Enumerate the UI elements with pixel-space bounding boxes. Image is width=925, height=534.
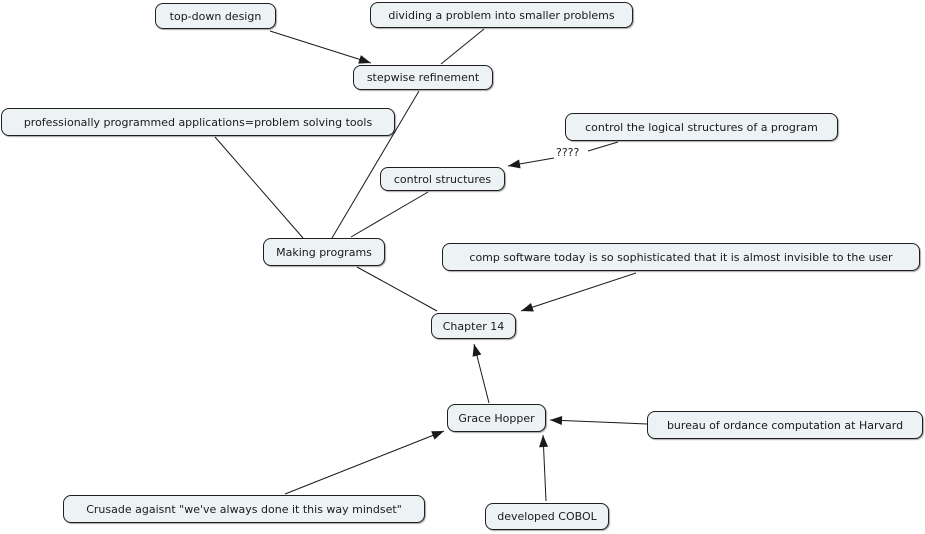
node-crusade-mindset[interactable]: Crusade agaisnt "we've always done it th… bbox=[63, 495, 425, 523]
edge-dividing-problem-to-stepwise-refinement bbox=[440, 28, 485, 65]
node-comp-software-invisible[interactable]: comp software today is so sophisticated … bbox=[442, 243, 920, 271]
edge-grace-hopper-to-chapter-14 bbox=[472, 343, 490, 404]
edge-crusade-mindset-to-grace-hopper bbox=[284, 430, 445, 495]
edge-control-logical-to-label bbox=[587, 141, 619, 152]
node-developed-cobol[interactable]: developed COBOL bbox=[485, 503, 609, 530]
node-stepwise-refinement[interactable]: stepwise refinement bbox=[353, 65, 493, 90]
edge-comp-software-to-chapter-14 bbox=[520, 272, 637, 312]
node-making-programs[interactable]: Making programs bbox=[263, 238, 385, 266]
link-label-question-marks[interactable]: ???? bbox=[556, 146, 580, 159]
node-control-structures[interactable]: control structures bbox=[380, 167, 505, 191]
node-bureau-ordance[interactable]: bureau of ordance computation at Harvard bbox=[647, 411, 923, 439]
edge-making-programs-to-chapter-14 bbox=[356, 266, 438, 312]
node-dividing-problem[interactable]: dividing a problem into smaller problems bbox=[370, 2, 633, 28]
node-control-logical-structures[interactable]: control the logical structures of a prog… bbox=[565, 113, 838, 141]
edge-developed-cobol-to-grace-hopper bbox=[539, 434, 549, 502]
node-chapter-14[interactable]: Chapter 14 bbox=[431, 313, 516, 339]
edge-professional-applications-to-making-programs bbox=[214, 136, 304, 239]
edge-bureau-ordance-to-grace-hopper bbox=[549, 415, 648, 425]
node-professional-applications[interactable]: professionally programmed applications=p… bbox=[1, 108, 395, 136]
node-grace-hopper[interactable]: Grace Hopper bbox=[447, 404, 546, 432]
edge-label-to-control-structures bbox=[507, 157, 555, 169]
edge-control-structures-to-making-programs bbox=[350, 191, 429, 238]
node-top-down-design[interactable]: top-down design bbox=[155, 3, 276, 29]
edge-top-down-design-to-stepwise-refinement bbox=[269, 30, 372, 64]
